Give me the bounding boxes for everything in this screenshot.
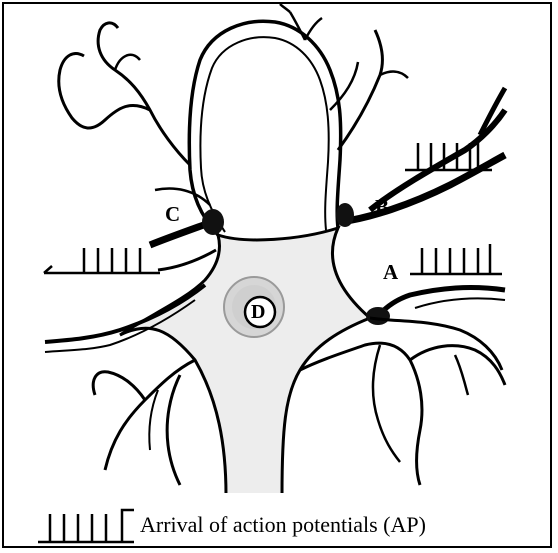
ap-spike-train-b: [405, 138, 492, 170]
dendrite-upper-loop: [189, 21, 340, 235]
ap-spike-train-a: [410, 244, 502, 274]
label-a: A: [383, 262, 398, 283]
label-c: C: [165, 204, 180, 225]
cell-body: [120, 228, 370, 495]
dendrite-top-left: [98, 23, 190, 165]
ap-spike-train-c: [44, 248, 160, 273]
synapse-c: [202, 209, 224, 235]
label-d: D: [251, 302, 265, 322]
label-b: B: [375, 197, 389, 218]
synapse-a: [366, 307, 390, 325]
axon-b: [340, 155, 505, 222]
synapse-b: [336, 203, 354, 227]
dendrite-top: [280, 4, 322, 40]
dendrite-lower-right: [300, 343, 422, 485]
legend-text: Arrival of action potentials (AP): [140, 514, 426, 536]
